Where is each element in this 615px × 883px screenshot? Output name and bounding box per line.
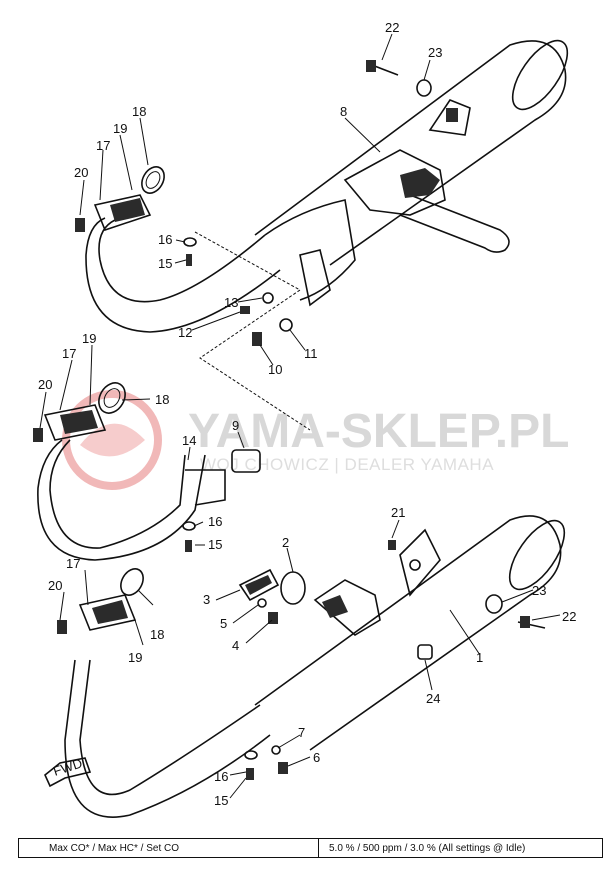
callout-21: 21 (391, 505, 405, 520)
callout-2: 2 (282, 535, 289, 550)
callout-16: 16 (214, 769, 228, 784)
callout-14: 14 (182, 433, 196, 448)
emission-spec-label: Max CO* / Max HC* / Set CO (19, 839, 319, 857)
callout-24: 24 (426, 691, 440, 706)
callout-8: 8 (340, 104, 347, 119)
callout-17: 17 (66, 556, 80, 571)
callout-5: 5 (220, 616, 227, 631)
callout-4: 4 (232, 638, 239, 653)
callout-13: 13 (224, 295, 238, 310)
callout-9: 9 (232, 418, 239, 433)
callout-12: 12 (178, 325, 192, 340)
callout-20: 20 (48, 578, 62, 593)
callout-6: 6 (313, 750, 320, 765)
callout-16: 16 (208, 514, 222, 529)
watermark: YAMA-SKLEP.PL WOJ CHOWICZ | DEALER YAMAH… (62, 390, 569, 490)
callout-19: 19 (82, 331, 96, 346)
callout-20: 20 (74, 165, 88, 180)
callout-20: 20 (38, 377, 52, 392)
callout-18: 18 (155, 392, 169, 407)
callout-17: 17 (62, 346, 76, 361)
callout-11: 11 (304, 346, 318, 361)
callout-numbers: 22 23 8 18 19 17 20 16 15 13 12 11 10 19… (38, 20, 576, 808)
callout-16: 16 (158, 232, 172, 247)
emission-spec-table: Max CO* / Max HC* / Set CO 5.0 % / 500 p… (18, 838, 603, 858)
callout-23: 23 (532, 583, 546, 598)
callout-3: 3 (203, 592, 210, 607)
callout-15: 15 (214, 793, 228, 808)
watermark-tagline: WOJ CHOWICZ | DEALER YAMAHA (200, 455, 494, 474)
emission-spec-value: 5.0 % / 500 ppm / 3.0 % (All settings @ … (329, 842, 526, 854)
callout-15: 15 (158, 256, 172, 271)
middle-head-pipe (33, 382, 261, 561)
upper-muffler-assembly (75, 39, 569, 431)
callout-15: 15 (208, 537, 222, 552)
callout-10: 10 (268, 362, 282, 377)
callout-1: 1 (476, 650, 483, 665)
callout-22: 22 (562, 609, 576, 624)
callout-7: 7 (298, 725, 305, 740)
watermark-logo (62, 390, 162, 490)
callout-22: 22 (385, 20, 399, 35)
callout-19: 19 (113, 121, 127, 136)
callout-18: 18 (132, 104, 146, 119)
leader-lines (39, 33, 561, 799)
callout-18: 18 (150, 627, 164, 642)
callout-19: 19 (128, 650, 142, 665)
watermark-brand: YAMA-SKLEP.PL (188, 405, 569, 458)
callout-17: 17 (96, 138, 110, 153)
callout-23: 23 (428, 45, 442, 60)
